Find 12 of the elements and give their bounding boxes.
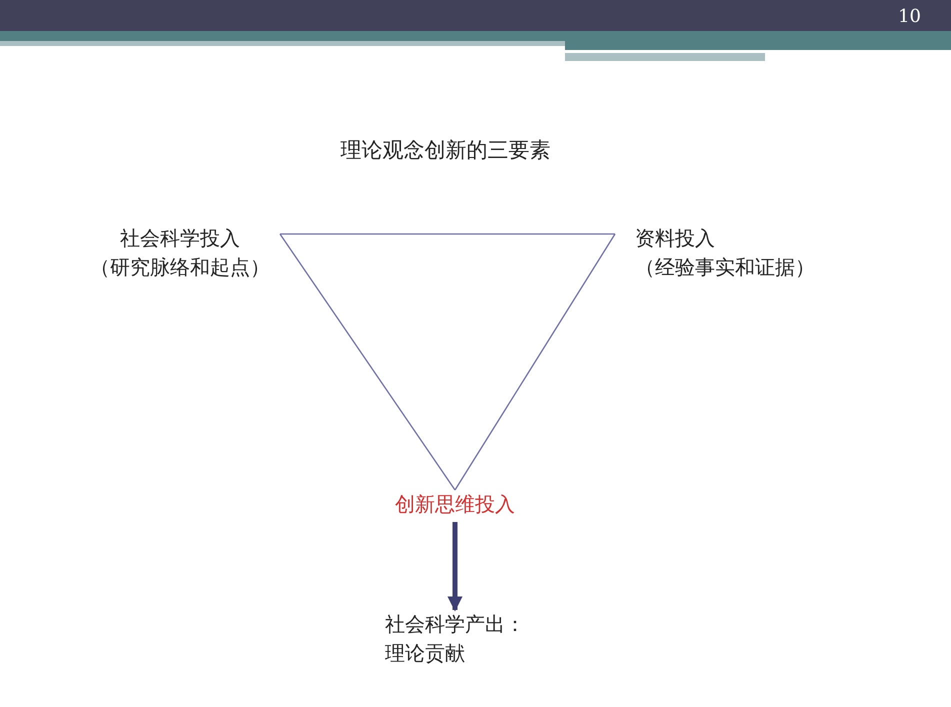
node-text: （研究脉络和起点）: [89, 254, 271, 281]
node-text: （经验事实和证据）: [635, 254, 816, 281]
title: 理论观念创新的三要素: [340, 137, 552, 164]
node-text: 创新思维投入: [394, 491, 516, 518]
triangle-side: [279, 234, 456, 490]
triangle-side: [454, 234, 616, 490]
triangle-side: [280, 233, 615, 235]
arrow: [448, 522, 462, 612]
node-text: 社会科学投入: [119, 225, 241, 252]
node-text: 资料投入: [635, 225, 716, 252]
page-number: 10: [898, 6, 921, 27]
node-text: 社会科学产出：理论贡献: [385, 611, 526, 667]
